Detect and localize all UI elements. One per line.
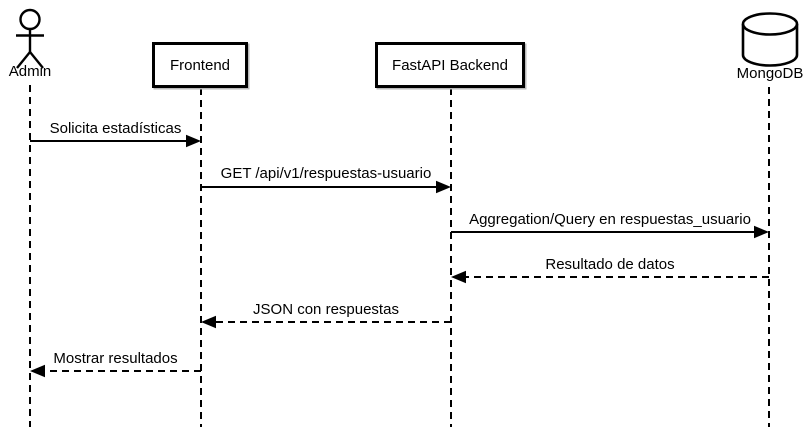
message-label-json: JSON con respuestas <box>253 301 399 318</box>
message-label-get: GET /api/v1/respuestas-usuario <box>220 165 432 182</box>
participant-frontend: Frontend <box>152 42 248 88</box>
participant-backend-label: FastAPI Backend <box>392 56 508 74</box>
message-label-solicita: Solicita estadísticas <box>49 120 182 137</box>
arrowhead-right-icon <box>186 134 201 148</box>
arrowhead-left-icon <box>451 270 466 284</box>
participant-frontend-label: Frontend <box>169 56 231 74</box>
participant-admin-label: Admin <box>8 63 52 80</box>
actor-icon <box>16 8 44 69</box>
arrowhead-right-icon <box>436 180 451 194</box>
message-label-aggregation: Aggregation/Query en respuestas_usuario <box>469 211 751 228</box>
arrowhead-left-icon <box>201 315 216 329</box>
database-icon <box>741 12 799 67</box>
arrowhead-right-icon <box>754 225 769 239</box>
participant-backend: FastAPI Backend <box>375 42 525 88</box>
message-label-mostrar: Mostrar resultados <box>53 350 178 367</box>
arrowhead-left-icon <box>30 364 45 378</box>
message-label-resultado: Resultado de datos <box>545 256 675 273</box>
participant-mongodb-label: MongoDB <box>736 65 804 82</box>
